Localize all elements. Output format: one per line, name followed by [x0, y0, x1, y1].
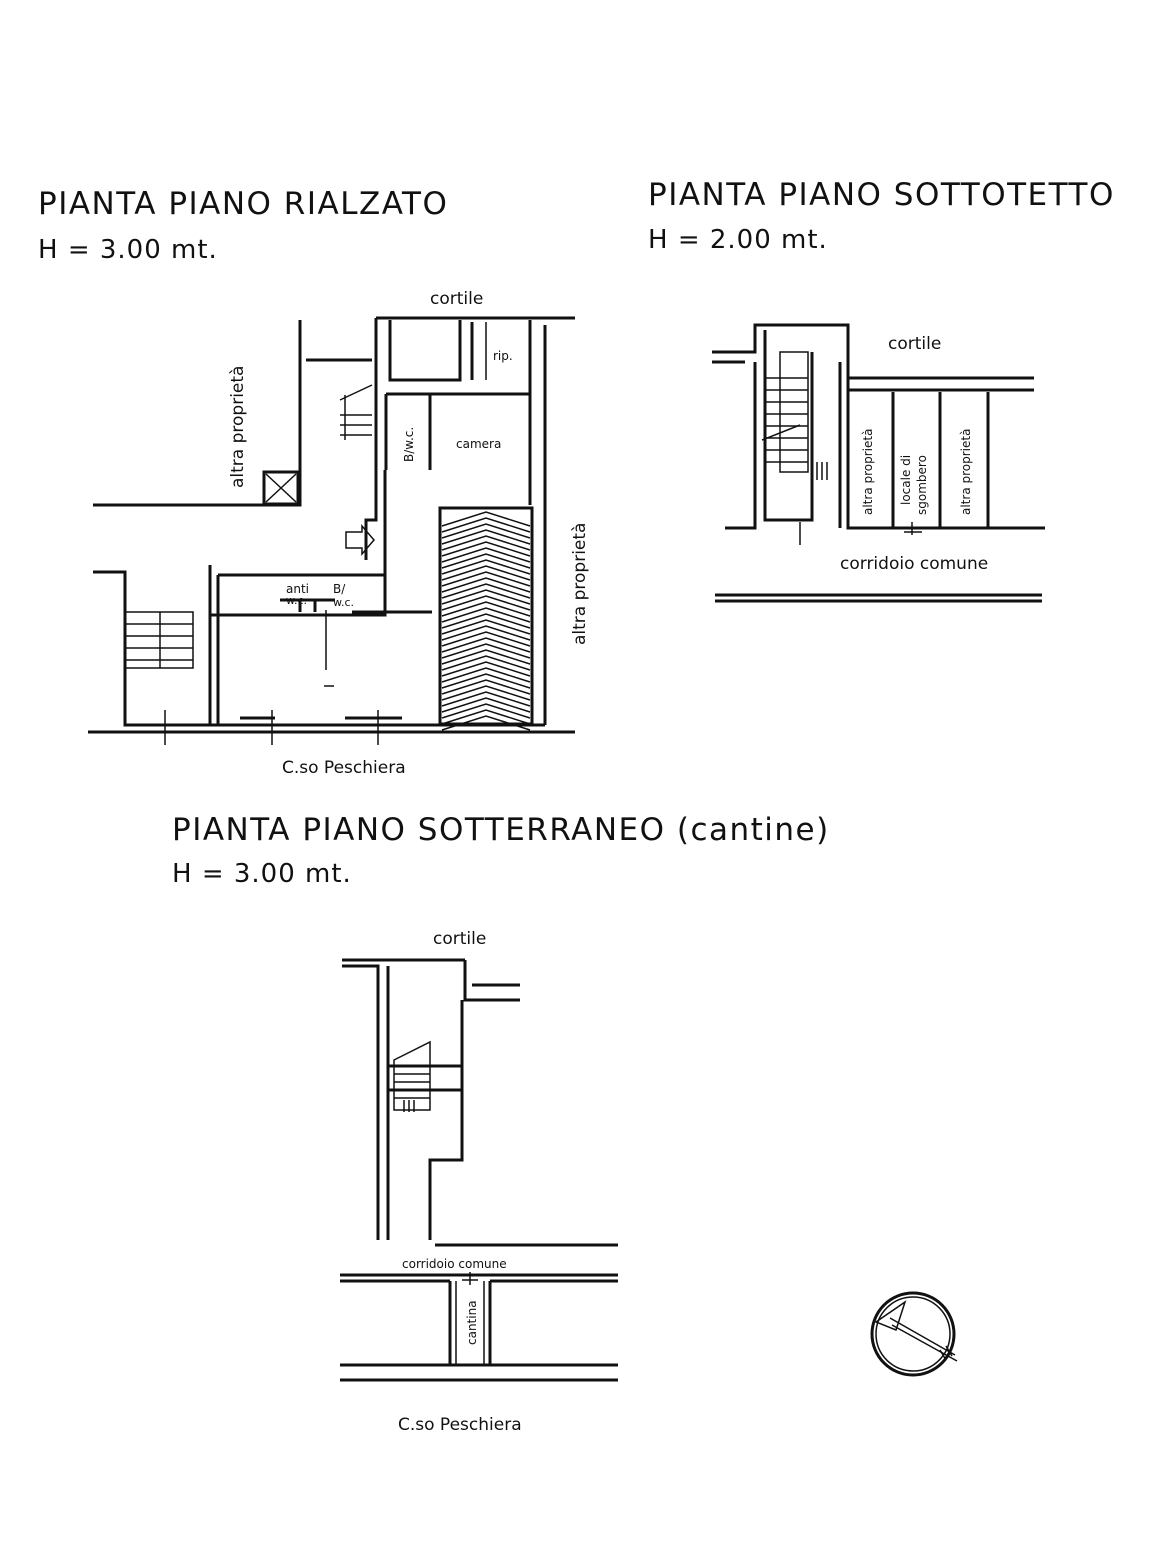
- hatch-line: [441, 625, 531, 641]
- plan-drawing: [712, 323, 1045, 603]
- label-street: C.so Peschiera: [282, 758, 406, 778]
- label-cortile: cortile: [888, 334, 941, 354]
- label-altra-proprieta-left: altra proprietà: [228, 366, 248, 488]
- hatch-line: [441, 523, 531, 539]
- plan-rialzato: PIANTA PIANO RIALZATO H = 3.00 mt.: [38, 186, 590, 778]
- hatch-line: [441, 703, 531, 719]
- hatch-line: [441, 583, 531, 599]
- hatch-line: [441, 541, 531, 557]
- label-bwc-wc: w.c.: [333, 596, 354, 609]
- hatch-line: [441, 667, 531, 683]
- plan-sotterraneo: PIANTA PIANO SOTTERRANEO (cantine) H = 3…: [172, 812, 830, 1435]
- plan-height: H = 2.00 mt.: [648, 225, 828, 255]
- label-cantina: cantina: [465, 1300, 479, 1345]
- plan-sottotetto: PIANTA PIANO SOTTOTETTO H = 2.00 mt. cor…: [648, 177, 1115, 603]
- label-cortile: cortile: [433, 929, 486, 949]
- label-locale-1: locale di: [899, 455, 913, 505]
- label-altra-proprieta-right: altra proprietà: [570, 523, 590, 645]
- hatch-line: [441, 571, 531, 587]
- hatch-line: [441, 553, 531, 569]
- hatch-line: [441, 517, 531, 533]
- hatch-line: [441, 679, 531, 695]
- hatch-line: [441, 691, 531, 707]
- plan-title: PIANTA PIANO RIALZATO: [38, 186, 448, 222]
- plan-height: H = 3.00 mt.: [38, 235, 218, 265]
- label-corridoio: corridoio comune: [840, 554, 988, 574]
- hatch-line: [441, 655, 531, 671]
- label-rip: rip.: [493, 349, 513, 363]
- plan-drawing: [340, 958, 618, 1382]
- hatch-line: [441, 643, 531, 659]
- north-arrow-icon: [870, 1291, 958, 1377]
- hatch-line: [441, 637, 531, 653]
- hatch-line: [441, 535, 531, 551]
- hatch-line: [441, 595, 531, 611]
- label-anti-wc: w.c.: [286, 594, 307, 607]
- label-bwc-top: B/w.c.: [402, 427, 416, 462]
- label-locale-2: sgombero: [915, 455, 929, 515]
- hatch-line: [441, 577, 531, 593]
- hatch-line: [441, 673, 531, 689]
- hatch-line: [441, 649, 531, 665]
- plan-title: PIANTA PIANO SOTTOTETTO: [648, 177, 1115, 213]
- hatch-line: [441, 529, 531, 545]
- hatch-line: [441, 661, 531, 677]
- label-altra-proprieta-1: altra proprietà: [861, 429, 875, 515]
- label-bwc-b: B/: [333, 582, 346, 596]
- hatch-line: [441, 613, 531, 629]
- hatch-line: [441, 589, 531, 605]
- hatch-line: [441, 715, 531, 731]
- hatch-line: [441, 607, 531, 623]
- plan-title: PIANTA PIANO SOTTERRANEO (cantine): [172, 812, 830, 848]
- label-altra-proprieta-2: altra proprietà: [959, 429, 973, 515]
- label-street: C.so Peschiera: [398, 1415, 522, 1435]
- hatch-line: [441, 631, 531, 647]
- plan-height: H = 3.00 mt.: [172, 859, 352, 889]
- hatch-line: [441, 601, 531, 617]
- hatch-line: [441, 511, 531, 527]
- plan-drawing: [88, 316, 575, 745]
- label-corridoio: corridoio comune: [402, 1257, 507, 1271]
- hatch-line: [441, 547, 531, 563]
- hatch-line: [441, 697, 531, 713]
- hatch-line: [441, 559, 531, 575]
- hatch-block: [441, 511, 531, 731]
- hatch-line: [441, 565, 531, 581]
- label-anti: anti: [286, 582, 309, 596]
- hatch-line: [441, 685, 531, 701]
- label-camera: camera: [456, 437, 501, 451]
- label-cortile: cortile: [430, 289, 483, 309]
- hatch-line: [441, 619, 531, 635]
- hatch-line: [441, 709, 531, 725]
